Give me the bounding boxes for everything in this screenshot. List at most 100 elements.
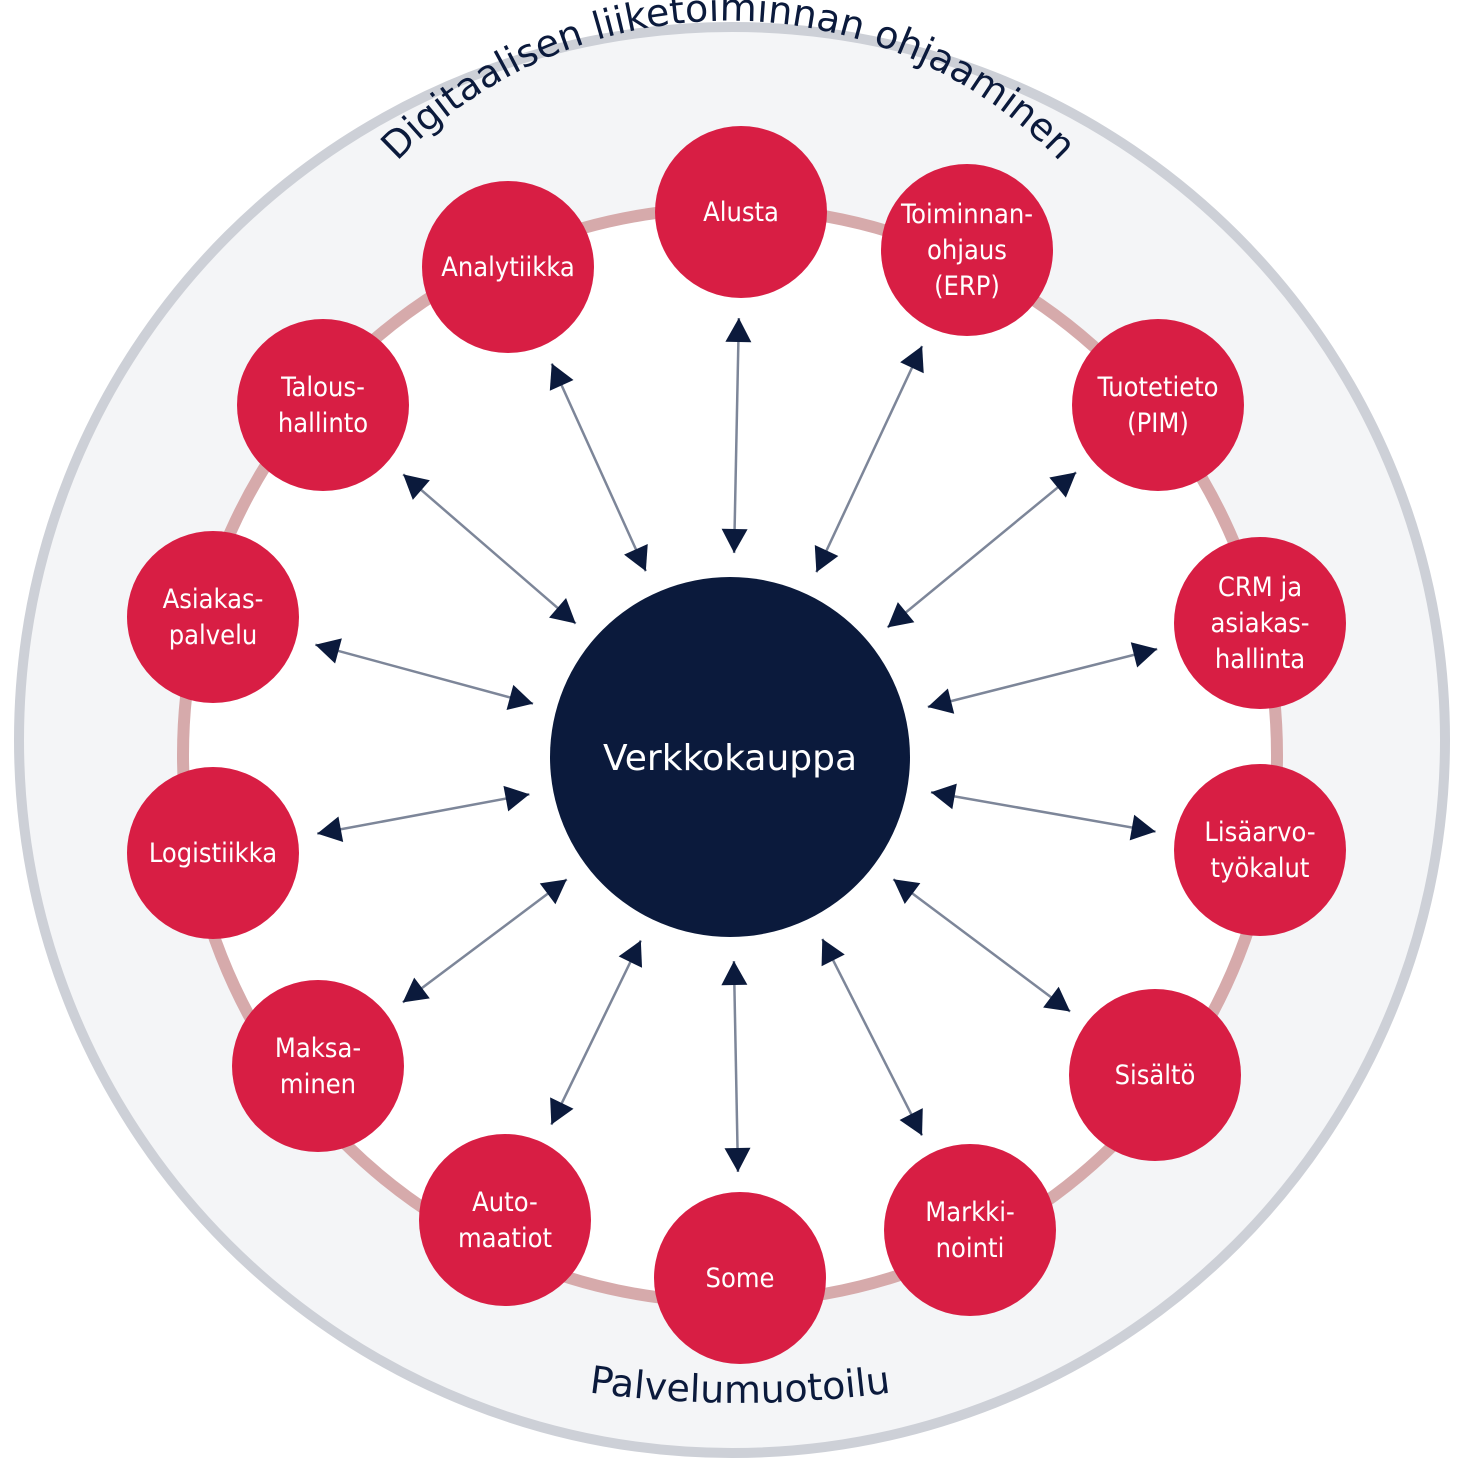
arrowhead-inner-some: [721, 960, 748, 986]
node-pim[interactable]: Tuotetieto (PIM): [1072, 319, 1244, 491]
node-label-line: minen: [280, 1069, 356, 1100]
node-analytiikka[interactable]: Analytiikka: [422, 181, 594, 353]
node-label-line: (PIM): [1127, 408, 1189, 439]
node-circle: [419, 1134, 591, 1306]
connector-line-lisaarvo: [930, 791, 1156, 833]
node-label-line: Lisäarvo-: [1204, 817, 1315, 848]
connector-line-alusta: [732, 317, 741, 554]
node-label-line: CRM ja: [1218, 572, 1302, 603]
connector-line-pim: [886, 471, 1077, 629]
arrowhead-outer-analytiikka: [549, 363, 574, 391]
arrowhead-outer-erp: [900, 346, 924, 374]
connector-line-asiakaspalvelu: [314, 643, 534, 705]
node-circle: [884, 1144, 1056, 1316]
node-taloushallinto[interactable]: Talous-hallinto: [237, 319, 409, 491]
arrowhead-outer-maksaminen: [402, 977, 430, 1003]
node-label-line: hallinta: [1215, 644, 1305, 675]
node-circle: [1069, 989, 1241, 1161]
node-label-line: Tuotetieto: [1096, 372, 1218, 403]
node-maksaminen[interactable]: Maksa-minen: [232, 980, 404, 1152]
arrowhead-inner-sisalto: [893, 879, 921, 905]
node-circle: [127, 767, 299, 939]
node-label-line: Auto-: [472, 1187, 538, 1218]
arrowhead-inner-pim: [887, 602, 915, 628]
node-some[interactable]: Some: [654, 1192, 826, 1364]
center-node[interactable]: Verkkokauppa: [550, 577, 910, 937]
node-sisalto[interactable]: Sisältö: [1069, 989, 1241, 1161]
node-circle: [1174, 764, 1346, 936]
arrowhead-outer-some: [724, 1147, 751, 1173]
node-circle: [127, 531, 299, 703]
connector-line-erp: [815, 345, 924, 573]
arrowhead-inner-crm: [927, 688, 955, 714]
node-label-line: Sisältö: [1115, 1060, 1196, 1091]
arrowhead-outer-pim: [1049, 472, 1077, 498]
connector-line-crm: [927, 647, 1158, 709]
arrowhead-inner-erp: [814, 544, 839, 573]
node-circle: [881, 164, 1053, 336]
node-asiakaspalvelu[interactable]: Asiakas-palvelu: [127, 531, 299, 703]
node-label-line: maatiot: [458, 1223, 552, 1254]
node-circle: [654, 1192, 826, 1364]
node-label-line: asiakas-: [1210, 608, 1309, 639]
node-label-line: työkalut: [1211, 853, 1310, 884]
arrowhead-inner-logistiikka: [503, 785, 530, 812]
node-label-line: Markki-: [925, 1197, 1014, 1228]
node-alusta[interactable]: Alusta: [655, 126, 827, 298]
node-erp[interactable]: Toiminnan-ohjaus (ERP): [881, 164, 1053, 336]
connector-line-markkinointi: [821, 938, 924, 1137]
center-circle: [550, 577, 910, 937]
arrowhead-inner-alusta: [721, 528, 748, 554]
arrowhead-outer-sisalto: [1043, 986, 1071, 1012]
node-label-line: Some: [706, 1263, 775, 1294]
node-automaatiot[interactable]: Auto-maatiot: [419, 1134, 591, 1306]
node-label-line: hallinto: [278, 408, 368, 439]
node-label-line: Talous-: [280, 372, 365, 403]
node-circle: [232, 980, 404, 1152]
node-circle: [237, 319, 409, 491]
connector-line-sisalto: [892, 878, 1071, 1013]
center-label: Verkkokauppa: [603, 738, 857, 779]
arrowhead-outer-lisaarvo: [1129, 814, 1156, 841]
node-label-line: nointi: [936, 1233, 1005, 1264]
connector-line-analytiikka: [550, 363, 647, 572]
arrowhead-inner-taloushallinto: [549, 598, 576, 624]
node-label-line: Toiminnan-: [900, 199, 1033, 230]
arrowhead-outer-alusta: [725, 317, 752, 343]
connector-line-some: [732, 960, 740, 1173]
node-lisaarvo[interactable]: Lisäarvo-työkalut: [1174, 764, 1346, 936]
arrowhead-inner-analytiikka: [624, 543, 648, 572]
arrowhead-outer-automaatiot: [550, 1097, 574, 1125]
arrowhead-inner-markkinointi: [821, 938, 845, 967]
arrowhead-inner-automaatiot: [618, 940, 643, 968]
arrowhead-inner-maksaminen: [539, 879, 567, 905]
connector-line-logistiikka: [316, 793, 530, 835]
node-label-line: Maksa-: [275, 1033, 361, 1064]
connector-line-automaatiot: [550, 939, 642, 1126]
node-label-line: Analytiikka: [441, 252, 575, 283]
node-label-line: Alusta: [703, 197, 779, 228]
node-circle: [1072, 319, 1244, 491]
node-label-line: ohjaus: [927, 235, 1007, 266]
node-crm[interactable]: CRM ja asiakas-hallinta: [1174, 537, 1346, 709]
node-label-line: Logistiikka: [149, 838, 277, 869]
satellite-nodes: Alusta Toiminnan-ohjaus (ERP) Tuotetieto (PI…: [127, 126, 1346, 1364]
connector-line-maksaminen: [402, 878, 568, 1004]
connector-arrows: [314, 317, 1158, 1173]
arrowhead-outer-asiakaspalvelu: [315, 638, 342, 664]
node-circle: [1174, 537, 1346, 709]
arrowhead-inner-asiakaspalvelu: [506, 684, 534, 710]
node-label-line: palvelu: [169, 620, 258, 651]
arrowhead-outer-logistiikka: [317, 816, 344, 843]
node-circle: [422, 181, 594, 353]
node-label-line: (ERP): [934, 271, 1000, 302]
connector-line-taloushallinto: [402, 473, 577, 625]
node-markkinointi[interactable]: Markki-nointi: [884, 1144, 1056, 1316]
node-logistiikka[interactable]: Logistiikka: [127, 767, 299, 939]
arrowhead-outer-taloushallinto: [403, 474, 430, 500]
node-label-line: Asiakas-: [163, 584, 264, 615]
arrowhead-inner-lisaarvo: [930, 783, 957, 810]
node-circle: [655, 126, 827, 298]
arrowhead-outer-markkinointi: [899, 1108, 923, 1136]
